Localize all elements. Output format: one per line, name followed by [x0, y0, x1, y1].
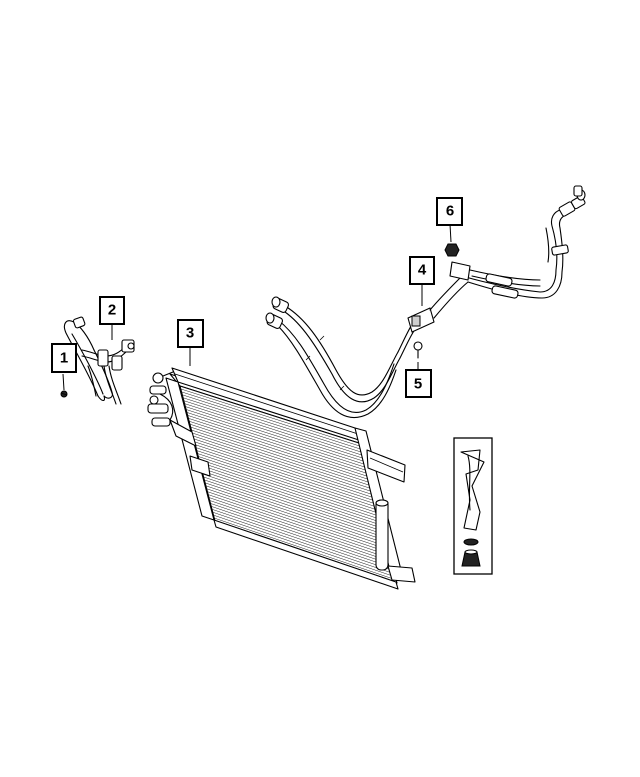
part-1-tube — [60, 316, 113, 402]
leader-lines — [62, 223, 452, 391]
callout-6: 6 — [436, 197, 463, 226]
seal-detail-inset — [453, 437, 493, 575]
condenser-core — [147, 367, 416, 590]
callout-6-label: 6 — [446, 203, 454, 220]
callout-5: 5 — [405, 369, 432, 398]
callout-3: 3 — [177, 319, 204, 348]
callout-2: 2 — [99, 296, 125, 325]
part-5-fastener — [413, 341, 423, 359]
condenser-left-fittings — [147, 371, 211, 477]
callout-2-label: 2 — [108, 302, 116, 319]
callout-1-label: 1 — [60, 350, 68, 367]
part-2-tube — [81, 339, 135, 405]
callout-4-label: 4 — [418, 262, 427, 279]
part-4-cooler-lines — [265, 185, 586, 419]
core-fins — [180, 388, 397, 581]
callout-4: 4 — [409, 256, 435, 285]
callout-3-label: 3 — [186, 325, 194, 342]
callout-1: 1 — [51, 343, 77, 373]
part-6-fastener — [444, 243, 460, 257]
callout-5-label: 5 — [414, 376, 422, 393]
